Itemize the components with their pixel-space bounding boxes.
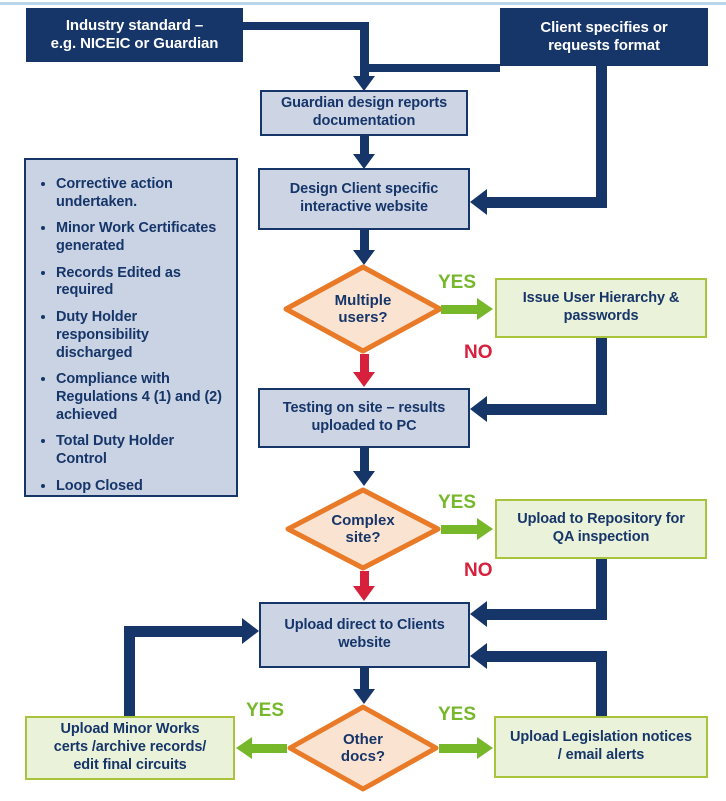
arrow-yes-hierarchy-shaft [441, 305, 477, 314]
node-design-client-website: Design Client specific interactive websi… [258, 168, 470, 230]
arrow-testing-diamond-head-icon [353, 471, 375, 486]
decision-multiple-users-shape [283, 264, 443, 354]
decision-complex-site-label: Complex site? [331, 511, 395, 546]
connector-hierarchy-vertical [596, 338, 607, 415]
label-no-complex-site: NO [464, 560, 493, 581]
node-client-specifies: Client specifies or requests format [500, 8, 708, 66]
node-industry-standard: Industry standard – e.g. NICEIC or Guard… [26, 8, 243, 62]
connector-minor-works-vertical [124, 626, 135, 716]
note-item: Duty Holder responsibility discharged [56, 309, 228, 362]
connector-legislation-vertical [596, 651, 607, 716]
node-upload-direct-website: Upload direct to Clients website [259, 602, 470, 668]
arrow-upload-diamond-shaft [360, 668, 369, 689]
arrow-yes-repository-head-icon [477, 518, 493, 540]
node-upload-legislation: Upload Legislation notices / email alert… [494, 716, 708, 778]
connector-hierarchy-elbow [487, 404, 607, 415]
label-no-multiple-users: NO [464, 342, 493, 363]
label-yes-complex-site: YES [438, 492, 477, 513]
arrow-yes-legislation-shaft [439, 744, 477, 753]
connector-industry-horizontal [243, 22, 369, 30]
arrow-into-upload-direct-top-icon [470, 601, 487, 627]
arrow-guardian-design-shaft [360, 136, 369, 154]
decision-complex-site-shape [285, 487, 441, 571]
label-yes-multiple-users: YES [438, 272, 477, 293]
arrow-into-testing-icon [470, 396, 487, 422]
decision-other-docs-label: Other docs? [340, 730, 386, 765]
arrow-no-testing-shaft [360, 354, 369, 372]
connector-repository-elbow [487, 609, 607, 620]
node-upload-repository: Upload to Repository for QA inspection [495, 499, 707, 559]
decision-other-docs-shape [287, 704, 439, 792]
arrow-merge-shaft [360, 22, 369, 76]
arrow-testing-diamond-shaft [360, 448, 369, 471]
note-item: Minor Work Certificates generated [56, 220, 228, 255]
note-item: Corrective action undertaken. [56, 176, 228, 211]
arrow-yes-minor-works-shaft [252, 744, 287, 753]
arrow-design-diamond-shaft [360, 230, 369, 250]
arrow-into-guardian-icon [353, 76, 375, 91]
decision-multiple-users-label: Multiple users? [334, 291, 392, 326]
node-upload-minor-works: Upload Minor Works certs /archive record… [25, 716, 235, 780]
label-yes-other-docs-left: YES [246, 700, 285, 721]
node-guardian-design-reports: Guardian design reports documentation [260, 90, 468, 136]
arrow-guardian-design-head-icon [353, 154, 375, 169]
node-issue-user-hierarchy: Issue User Hierarchy & passwords [495, 278, 707, 338]
arrow-upload-diamond-head-icon [353, 689, 375, 704]
notes-list: Corrective action undertaken. Minor Work… [36, 176, 228, 495]
connector-legislation-elbow [487, 651, 607, 662]
label-yes-other-docs-right: YES [438, 704, 477, 725]
connector-minor-works-elbow [124, 626, 242, 637]
connector-client-elbow [487, 197, 607, 208]
note-item: Compliance with Regulations 4 (1) and (2… [56, 371, 228, 424]
arrow-no-testing-head-icon [353, 372, 375, 387]
arrow-yes-hierarchy-head-icon [477, 298, 493, 320]
arrow-no-upload-direct-head-icon [353, 586, 375, 601]
arrow-design-diamond-head-icon [353, 250, 375, 265]
arrow-yes-legislation-head-icon [477, 737, 493, 759]
note-item: Total Duty Holder Control [56, 433, 228, 468]
arrow-into-upload-direct-left-icon [242, 618, 259, 644]
note-item: Records Edited as required [56, 265, 228, 300]
arrow-yes-repository-shaft [441, 525, 477, 534]
connector-repository-vertical [596, 559, 607, 620]
note-item: Loop Closed [56, 478, 228, 496]
connector-client-horizontal [368, 64, 500, 72]
arrow-no-upload-direct-shaft [360, 571, 369, 586]
notes-panel: Corrective action undertaken. Minor Work… [24, 158, 238, 497]
arrow-yes-minor-works-head-icon [236, 737, 252, 759]
connector-client-vertical [596, 66, 607, 208]
arrow-into-design-icon [470, 189, 487, 215]
top-divider-line [0, 2, 726, 5]
arrow-into-upload-direct-bottom-icon [470, 643, 487, 669]
node-testing-on-site: Testing on site – results uploaded to PC [258, 388, 470, 448]
